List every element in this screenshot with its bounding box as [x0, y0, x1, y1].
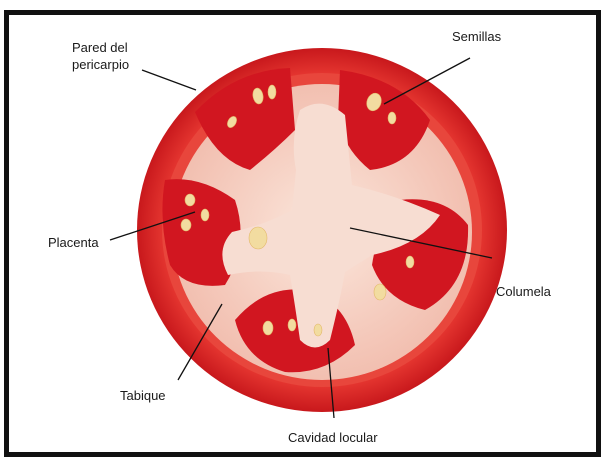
seed — [268, 85, 276, 99]
seed — [249, 227, 267, 249]
label-placenta: Placenta — [48, 234, 99, 251]
seed — [201, 209, 209, 221]
label-locular-cavity: Cavidad locular — [288, 429, 378, 446]
seed — [181, 219, 191, 231]
seed — [314, 324, 322, 336]
label-septum: Tabique — [120, 387, 166, 404]
seed — [263, 321, 273, 335]
label-pericarp-wall-line1: Pared del — [72, 39, 152, 56]
seed — [288, 319, 296, 331]
seed — [185, 194, 195, 206]
label-pericarp-wall: Pared del pericarpio — [72, 39, 152, 73]
seed — [388, 112, 396, 124]
leader-line-pared — [142, 70, 196, 90]
seed — [406, 256, 414, 268]
label-columella: Columela — [496, 283, 551, 300]
label-seeds: Semillas — [452, 28, 501, 45]
label-pericarp-wall-line2: pericarpio — [72, 56, 152, 73]
seed — [374, 284, 386, 300]
